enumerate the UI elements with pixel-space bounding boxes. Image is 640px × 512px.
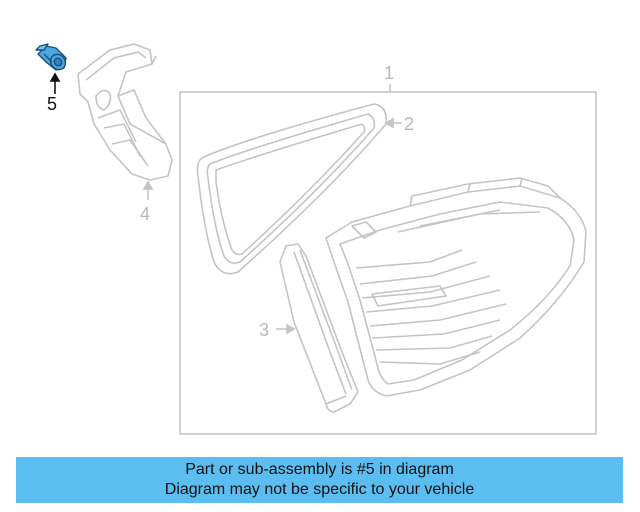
lamp-housing-part bbox=[325, 177, 587, 397]
callout-4-leader bbox=[142, 180, 154, 200]
seal-strip-part bbox=[279, 243, 359, 413]
callout-2-label: 2 bbox=[404, 114, 415, 134]
gasket-part bbox=[196, 103, 388, 275]
callout-1-label: 1 bbox=[384, 63, 395, 83]
callout-2-leader bbox=[384, 117, 402, 129]
parts-diagram bbox=[35, 43, 597, 435]
callout-5-leader bbox=[49, 72, 61, 94]
callout-5-label: 5 bbox=[47, 94, 58, 114]
callout-4-label: 4 bbox=[140, 204, 151, 224]
callout-3-label: 3 bbox=[259, 320, 270, 340]
info-banner: Part or sub-assembly is #5 in diagram Di… bbox=[16, 457, 623, 503]
bolt-icon[interactable] bbox=[35, 43, 69, 73]
assembly-frame bbox=[179, 84, 597, 435]
banner-line-1: Part or sub-assembly is #5 in diagram bbox=[185, 461, 454, 478]
bracket-part bbox=[77, 43, 173, 181]
banner-line-2: Diagram may not be specific to your vehi… bbox=[164, 481, 475, 498]
callout-3-leader bbox=[276, 323, 296, 335]
